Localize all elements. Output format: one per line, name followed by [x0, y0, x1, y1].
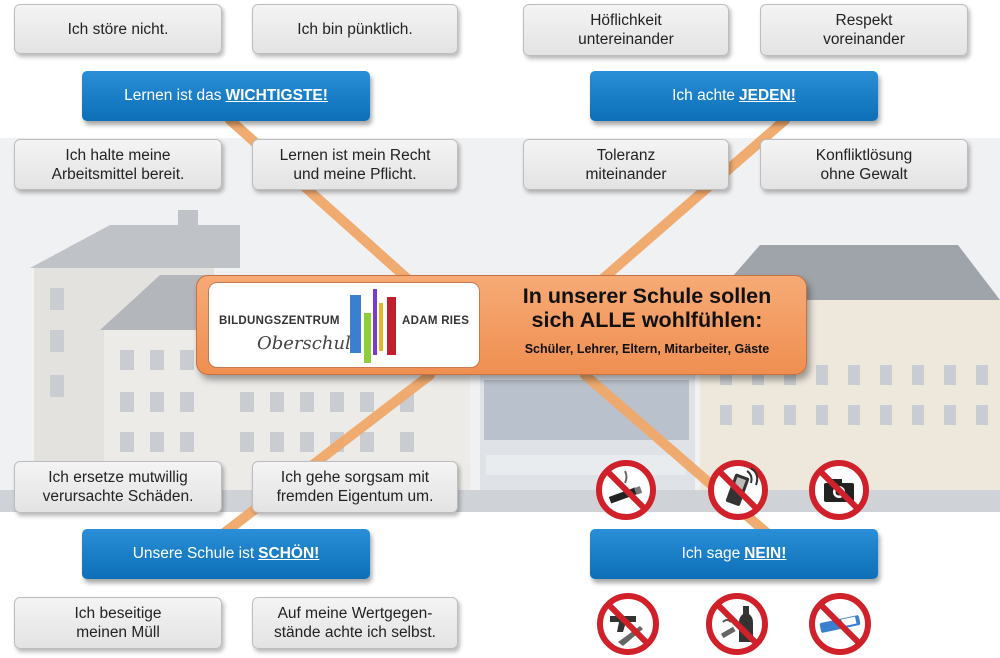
card-recht-pflicht: Lernen ist mein Recht und meine Pflicht. [252, 139, 458, 190]
school-logo: BILDUNGSZENTRUM ADAM RIES Oberschule [208, 282, 480, 368]
card-konfliktloesung: Konfliktlösung ohne Gewalt [760, 139, 968, 190]
no-alcohol-drugs-icon [706, 593, 768, 655]
card-fremdes-eigentum: Ich gehe sorgsam mit fremden Eigentum um… [252, 461, 458, 513]
no-weapons-icon [597, 593, 659, 655]
card-muell-beseitigen: Ich beseitige meinen Müll [14, 597, 222, 649]
connector-line-bottom-left [210, 370, 435, 545]
logo-text-adam-ries: ADAM RIES [402, 315, 470, 327]
card-arbeitsmittel: Ich halte meine Arbeitsmittel bereit. [14, 139, 222, 190]
card-wertgegenstaende: Auf meine Wertgegen- stände achte ich se… [252, 597, 458, 649]
logo-bar-purple [373, 289, 377, 355]
no-smoking-icon [596, 460, 656, 520]
card-schaeden-ersetzen: Ich ersetze mutwillig verursachte Schäde… [14, 461, 222, 513]
logo-text-bildungszentrum: BILDUNGSZENTRUM [219, 315, 340, 327]
card-respekt: Respekt voreinander [760, 4, 968, 56]
no-graffiti-icon [809, 593, 871, 655]
logo-bar-yellow [379, 303, 383, 351]
central-message-box: BILDUNGSZENTRUM ADAM RIES Oberschule In … [196, 275, 807, 375]
central-headline: In unserer Schule sollen sich ALLE wohlf… [522, 284, 772, 332]
heading-achte-emph: JEDEN! [739, 87, 796, 104]
heading-lernen-text: Lernen ist das [124, 87, 222, 104]
card-toleranz: Toleranz miteinander [523, 139, 729, 190]
heading-lernen-emph: WICHTIGSTE! [225, 87, 328, 104]
heading-nein-text: Ich sage [681, 545, 741, 562]
heading-nein-emph: NEIN! [744, 545, 787, 562]
heading-schule-emph: SCHÖN! [258, 545, 320, 562]
logo-bar-green [364, 313, 371, 363]
connector-line-top-right [585, 115, 790, 295]
central-subline: Schüler, Lehrer, Eltern, Mitarbeiter, Gä… [524, 342, 770, 356]
logo-text-oberschule: Oberschule [257, 333, 362, 354]
logo-bar-blue [350, 295, 361, 353]
card-ich-stoere-nicht: Ich störe nicht. [14, 4, 222, 54]
card-hoeflichkeit: Höflichkeit untereinander [523, 4, 729, 56]
logo-bar-red [387, 297, 396, 355]
card-ich-bin-puenktlich: Ich bin pünktlich. [252, 4, 458, 54]
heading-schule-text: Unsere Schule ist [132, 545, 255, 562]
no-camera-icon [809, 460, 869, 520]
heading-achte-text: Ich achte [672, 87, 736, 104]
no-mobile-phone-icon [708, 460, 768, 520]
